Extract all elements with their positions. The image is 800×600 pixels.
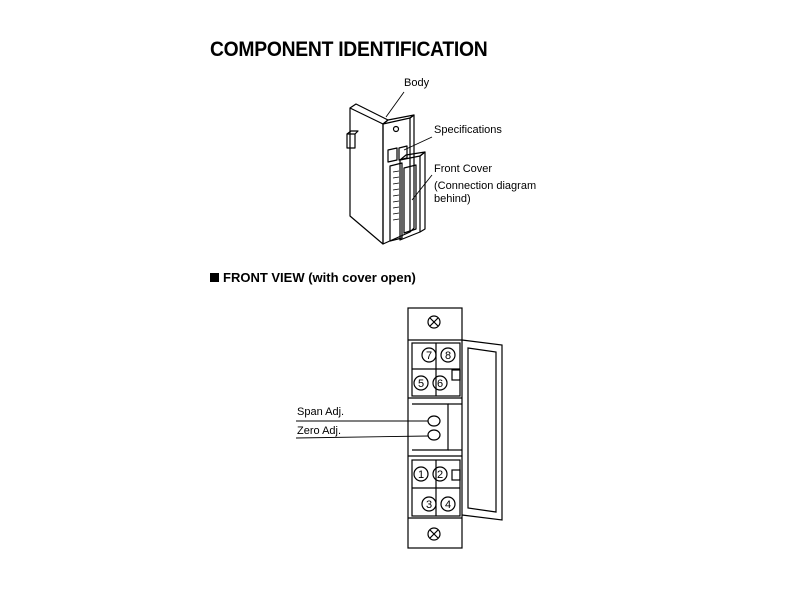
zero-adj-leader [295, 435, 429, 439]
terminal-8 [440, 347, 456, 363]
terminal-5-number: 5 [418, 378, 424, 390]
terminal-8-number: 8 [445, 350, 451, 362]
specifications-label: Specifications [434, 124, 502, 136]
terminal-3 [421, 496, 437, 512]
terminal-2-number: 2 [437, 469, 443, 481]
terminal-6-number: 6 [437, 378, 443, 390]
terminal-4-number: 4 [445, 499, 451, 511]
front-cover-label: Front Cover [434, 163, 493, 175]
open-front-cover [461, 339, 503, 521]
terminal-3-number: 3 [426, 499, 432, 511]
span-adj-label: Span Adj. [297, 406, 345, 418]
terminal-1-number: 1 [418, 469, 424, 481]
connection-diagram-label: (Connection diagram [434, 180, 537, 192]
span-adjuster[interactable] [427, 415, 441, 427]
body-leader [385, 91, 405, 118]
terminal-5 [413, 375, 429, 391]
terminal-1 [413, 466, 429, 482]
zero-adj-label: Zero Adj. [297, 425, 342, 437]
zero-adjuster[interactable] [427, 429, 441, 441]
front-view-body [407, 307, 463, 549]
terminal-6 [432, 375, 448, 391]
terminal-2 [432, 466, 448, 482]
front-view-heading: FRONT VIEW (with cover open) [210, 270, 416, 285]
page-title: COMPONENT IDENTIFICATION [210, 38, 488, 61]
terminal-7 [421, 347, 437, 363]
connection-diagram-label-behind: behind) [434, 193, 471, 205]
terminal-4 [440, 496, 456, 512]
bottom-mounting-screw-icon [427, 527, 441, 541]
terminal-7-number: 7 [426, 350, 432, 362]
front-cover-leader [411, 174, 433, 201]
square-bullet-icon [210, 273, 219, 282]
top-mounting-screw-icon [427, 315, 441, 329]
specifications-leader [403, 136, 433, 151]
body-label: Body [404, 77, 430, 89]
